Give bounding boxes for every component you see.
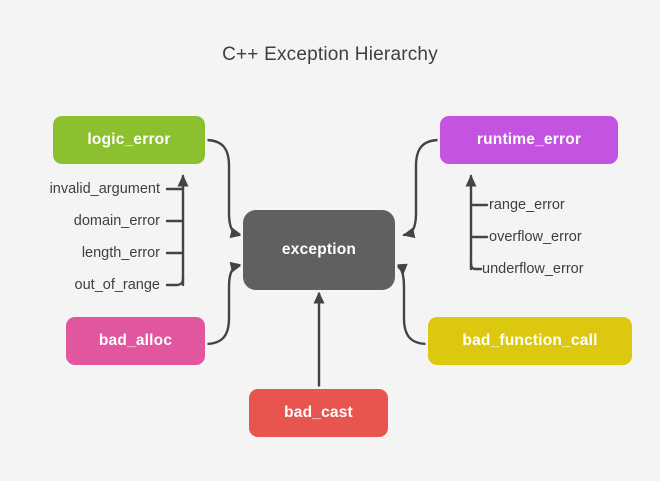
connector-out_of_range — [165, 276, 185, 287]
leaf-out-of-range[interactable]: out_of_range — [74, 277, 160, 293]
leaf-range-error[interactable]: range_error — [489, 197, 565, 213]
edge-bad_function_call-to-exception — [394, 263, 430, 346]
leaf-underflow-error[interactable]: underflow_error — [482, 261, 584, 277]
leaf-overflow-error[interactable]: overflow_error — [489, 229, 582, 245]
page-title: C++ Exception Hierarchy — [222, 44, 438, 65]
node-exception[interactable]: exception — [243, 210, 395, 290]
connector-underflow_error — [469, 261, 483, 271]
node-label: runtime_error — [476, 131, 582, 148]
node-logic-error[interactable]: logic_error — [53, 116, 205, 164]
node-label: bad_function_call — [462, 332, 598, 349]
node-label: bad_cast — [284, 404, 353, 421]
node-bad-function-call[interactable]: bad_function_call — [428, 317, 632, 365]
node-label: logic_error — [87, 131, 171, 148]
edge-bad_alloc-to-exception — [203, 261, 243, 346]
node-label: exception — [281, 241, 357, 258]
leaf-domain-error[interactable]: domain_error — [73, 213, 160, 229]
node-bad-cast[interactable]: bad_cast — [249, 389, 388, 437]
edge-runtime_error-to-exception — [402, 138, 442, 239]
node-runtime-error[interactable]: runtime_error — [440, 116, 618, 164]
edge-logic_error-to-exception — [203, 138, 243, 239]
leaf-length-error[interactable]: length_error — [81, 245, 160, 261]
leaf-invalid-argument[interactable]: invalid_argument — [49, 181, 160, 197]
node-label: bad_alloc — [98, 332, 173, 349]
node-bad-alloc[interactable]: bad_alloc — [66, 317, 205, 365]
